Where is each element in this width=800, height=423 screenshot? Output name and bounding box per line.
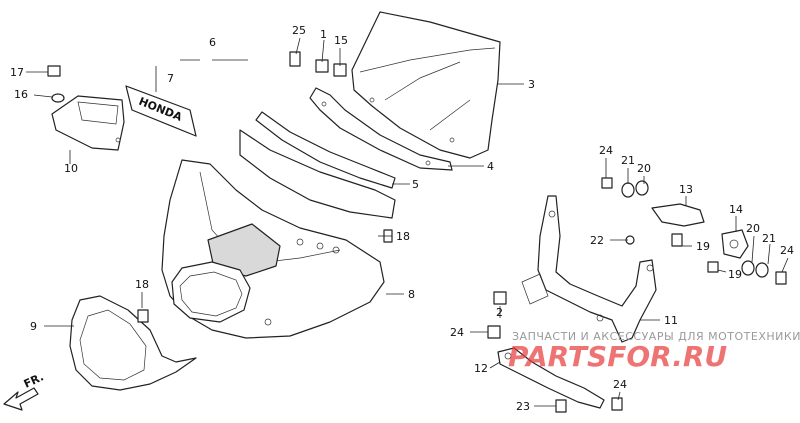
- callout-24-a: 24: [599, 144, 613, 157]
- mounting-stay: [521, 195, 657, 343]
- callout-23: 23: [516, 400, 530, 413]
- callout-14: 14: [729, 203, 743, 216]
- callout-5: 5: [412, 178, 419, 191]
- callout-24-c: 24: [450, 326, 464, 339]
- callout-19-b: 19: [728, 268, 742, 281]
- bracket-13: [651, 203, 705, 227]
- callout-1: 1: [320, 28, 327, 41]
- callout-21-b: 21: [762, 232, 776, 245]
- callout-labels: 1 2 3 4 5 6 7 8 9 10 11 12 13 14 15 16 1…: [10, 24, 794, 413]
- direction-label: FR.: [22, 370, 46, 390]
- callout-20-b: 20: [746, 222, 760, 235]
- callout-16: 16: [14, 88, 28, 101]
- watermark-tagline: ЗАПЧАСТИ И АКСЕССУАРЫ ДЛЯ МОТОТЕХНИКИ: [512, 330, 800, 343]
- bracket-14: [721, 229, 749, 259]
- callout-4: 4: [487, 160, 494, 173]
- callout-24-d: 24: [613, 378, 627, 391]
- windscreen: [351, 11, 501, 159]
- meter-cover: [51, 95, 125, 151]
- callout-9: 9: [30, 320, 37, 333]
- headlight-trim-ring: [69, 295, 197, 391]
- callout-18-a: 18: [396, 230, 410, 243]
- callout-13: 13: [679, 183, 693, 196]
- callout-10: 10: [64, 162, 78, 175]
- callout-21-a: 21: [621, 154, 635, 167]
- callout-3: 3: [528, 78, 535, 91]
- leader-lines: [26, 37, 789, 407]
- front-direction-arrow: FR.: [3, 370, 46, 411]
- callout-25: 25: [292, 24, 306, 37]
- callout-17: 17: [10, 66, 24, 79]
- callout-8: 8: [408, 288, 415, 301]
- windscreen-bracket: [309, 87, 453, 171]
- upper-cowl: [161, 159, 385, 339]
- callout-22: 22: [590, 234, 604, 247]
- callout-19-a: 19: [696, 240, 710, 253]
- callout-15: 15: [334, 34, 348, 47]
- callout-24-b: 24: [780, 244, 794, 257]
- callout-11: 11: [664, 314, 678, 327]
- callout-18-b: 18: [135, 278, 149, 291]
- honda-emblem: HONDA: [125, 85, 197, 137]
- callout-20-a: 20: [637, 162, 651, 175]
- watermark-logo: PARTSFOR.RU: [508, 340, 727, 373]
- callout-7: 7: [167, 72, 174, 85]
- callout-2: 2: [496, 306, 503, 319]
- lower-stay: [497, 347, 605, 409]
- callout-6: 6: [209, 36, 216, 49]
- inner-trim-strips: [239, 111, 396, 219]
- callout-12: 12: [474, 362, 488, 375]
- watermark: ЗАПЧАСТИ И АКСЕССУАРЫ ДЛЯ МОТОТЕХНИКИ PA…: [508, 330, 800, 373]
